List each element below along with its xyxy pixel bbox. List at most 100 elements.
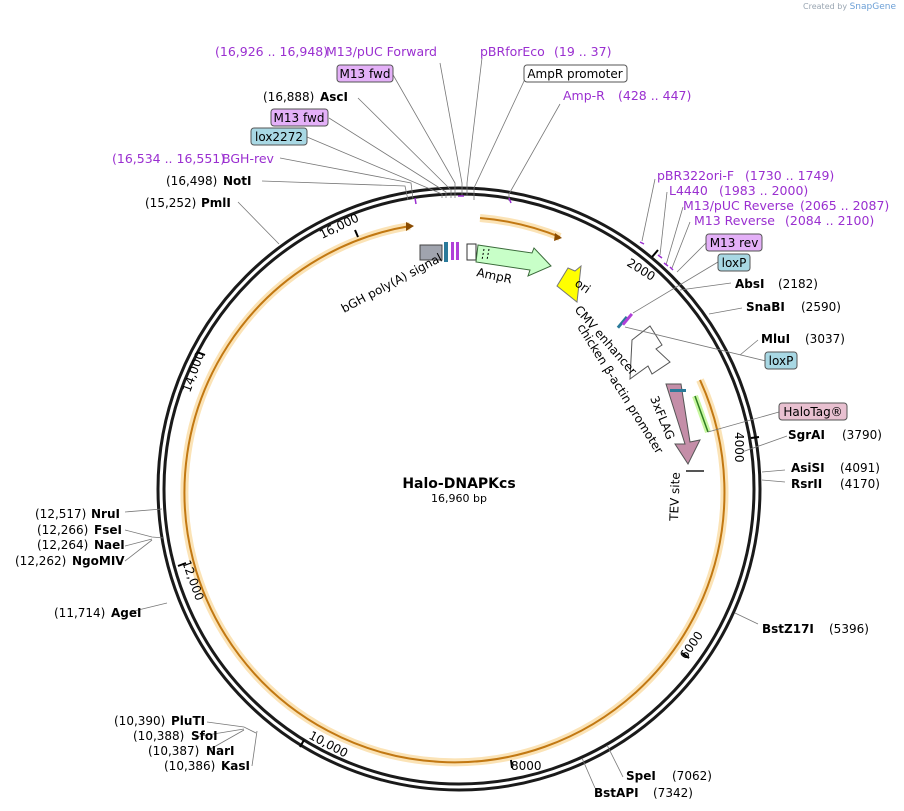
m13-fwd-box-1 bbox=[336, 64, 394, 83]
nrui-name: NruI bbox=[91, 507, 120, 521]
ampr-promoter-label: AmpR promoter bbox=[527, 67, 622, 81]
ngomiv-name: NgoMIV bbox=[72, 554, 125, 568]
ngomiv-pos: (12,262) bbox=[15, 554, 66, 568]
ori-feature bbox=[556, 264, 582, 303]
ampr-dash-1 bbox=[481, 248, 485, 261]
watermark-created: Created by bbox=[803, 2, 848, 11]
sgrai-pos: (3790) bbox=[842, 428, 882, 442]
pbrforeco-name: pBRforEco bbox=[480, 44, 545, 59]
halotag-inner-arrow bbox=[694, 395, 709, 433]
m13-reverse-name: M13 Reverse bbox=[694, 213, 775, 228]
m13-rev-feature bbox=[621, 312, 634, 326]
pmli-name: PmlI bbox=[201, 196, 231, 210]
fsei-pos: (12,266) bbox=[37, 523, 88, 537]
mlui-name: MluI bbox=[761, 332, 790, 346]
noti-pos: (16,498) bbox=[166, 174, 217, 188]
absi-pos: (2182) bbox=[778, 277, 818, 291]
ampr-promoter-box bbox=[523, 64, 628, 83]
snabi-name: SnaBI bbox=[746, 300, 785, 314]
sfoi-pos: (10,388) bbox=[133, 729, 184, 743]
kasi-name: KasI bbox=[221, 759, 250, 773]
rsrii-name: RsrII bbox=[791, 477, 822, 491]
bgh-rev-name: BGH-rev bbox=[222, 151, 275, 166]
ampr-feature bbox=[475, 244, 552, 277]
naei-name: NaeI bbox=[94, 538, 125, 552]
tev-site-feature bbox=[686, 470, 704, 472]
m13puc-fwd-pos: (16,926 .. 16,948) bbox=[215, 44, 328, 59]
watermark-brand: SnapGene bbox=[849, 2, 896, 12]
small-orf-arrowhead bbox=[554, 233, 562, 241]
orf-arc bbox=[183, 225, 726, 764]
m13-fwd-feature-1 bbox=[451, 242, 454, 260]
pbrforeco-pos: (19 .. 37) bbox=[554, 44, 611, 59]
small-orf-arc-halo bbox=[479, 214, 562, 241]
tick-8000: 8000 bbox=[511, 759, 542, 773]
loxp-feature-2 bbox=[670, 389, 686, 392]
nrui-pos: (12,517) bbox=[35, 507, 86, 521]
lox2272-label: lox2272 bbox=[255, 130, 303, 144]
agei-pos: (11,714) bbox=[54, 606, 105, 620]
l4440-name: L4440 bbox=[669, 183, 708, 198]
mlui-pos: (3037) bbox=[805, 332, 845, 346]
loxp-label-2: loxP bbox=[769, 354, 794, 368]
pmli-pos: (15,252) bbox=[145, 196, 196, 210]
tick-4000: 4000 bbox=[732, 432, 746, 463]
sfoi-name: SfoI bbox=[191, 729, 218, 743]
spei-name: SpeI bbox=[626, 769, 656, 783]
lox2272-feature bbox=[444, 242, 448, 262]
bstz17i-pos: (5396) bbox=[829, 622, 869, 636]
m13-rev-label: M13 rev bbox=[710, 236, 759, 250]
plasmid-length: 16,960 bp bbox=[431, 492, 487, 505]
halotag-feature bbox=[665, 383, 701, 466]
small-orf-arc bbox=[479, 217, 561, 238]
noti-name: NotI bbox=[223, 174, 252, 188]
nari-pos: (10,387) bbox=[148, 744, 199, 758]
pbr322ori-pos: (1730 .. 1749) bbox=[745, 168, 834, 183]
nari-name: NarI bbox=[206, 744, 235, 758]
ampr-label: AmpR bbox=[475, 265, 513, 286]
asci-name: AscI bbox=[320, 90, 348, 104]
orf-arc-arrowhead bbox=[406, 222, 414, 231]
asci-pos: (16,888) bbox=[263, 90, 314, 104]
asisi-pos: (4091) bbox=[840, 461, 880, 475]
halotag-label: HaloTag® bbox=[783, 405, 842, 419]
absi-name: AbsI bbox=[735, 277, 764, 291]
agei-name: AgeI bbox=[111, 606, 141, 620]
m13-rev-box bbox=[705, 233, 763, 252]
m13-fwd-box-2 bbox=[270, 108, 329, 127]
m13puc-rev-pos: (2065 .. 2087) bbox=[800, 198, 889, 213]
kasi-pos: (10,386) bbox=[164, 759, 215, 773]
sgrai-name: SgrAI bbox=[788, 428, 825, 442]
ampr-primer-pos: (428 .. 447) bbox=[618, 88, 691, 103]
bstapi-pos: (7342) bbox=[653, 786, 693, 800]
fsei-name: FseI bbox=[94, 523, 122, 537]
halotag-box bbox=[778, 402, 848, 421]
backbone-inner-ring bbox=[162, 192, 756, 786]
l4440-pos: (1983 .. 2000) bbox=[719, 183, 808, 198]
m13puc-fwd-name: M13/pUC Forward bbox=[326, 44, 437, 59]
m13puc-rev-name: M13/pUC Reverse bbox=[683, 198, 794, 213]
lox2272-box bbox=[250, 127, 308, 146]
snapgene-watermark: Created by SnapGene bbox=[803, 2, 896, 12]
plasmid-name: Halo-DNAPKcs bbox=[402, 476, 515, 492]
asisi-name: AsiSI bbox=[791, 461, 825, 475]
tick-16000: 16,000 bbox=[317, 211, 361, 242]
snabi-pos: (2590) bbox=[801, 300, 841, 314]
pluti-pos: (10,390) bbox=[114, 714, 165, 728]
naei-pos: (12,264) bbox=[37, 538, 88, 552]
m13-fwd-feature-2 bbox=[456, 242, 459, 260]
ampr-dash-2 bbox=[486, 248, 490, 261]
ampr-primer-name: Amp-R bbox=[563, 88, 605, 103]
pluti-name: PluTI bbox=[171, 714, 205, 728]
m13-reverse-pos: (2084 .. 2100) bbox=[785, 213, 874, 228]
bgh-polya-label: bGH poly(A) signal bbox=[339, 251, 444, 316]
loxp-label-1: loxP bbox=[722, 256, 747, 270]
tick-marks bbox=[177, 229, 760, 769]
loxp-feature-1 bbox=[616, 315, 629, 329]
bgh-rev-pos: (16,534 .. 16,551) bbox=[112, 151, 225, 166]
pbr322ori-name: pBR322ori-F bbox=[657, 168, 734, 183]
spei-pos: (7062) bbox=[672, 769, 712, 783]
ampr-promoter-feature bbox=[466, 243, 477, 261]
bstapi-name: BstAPI bbox=[594, 786, 639, 800]
